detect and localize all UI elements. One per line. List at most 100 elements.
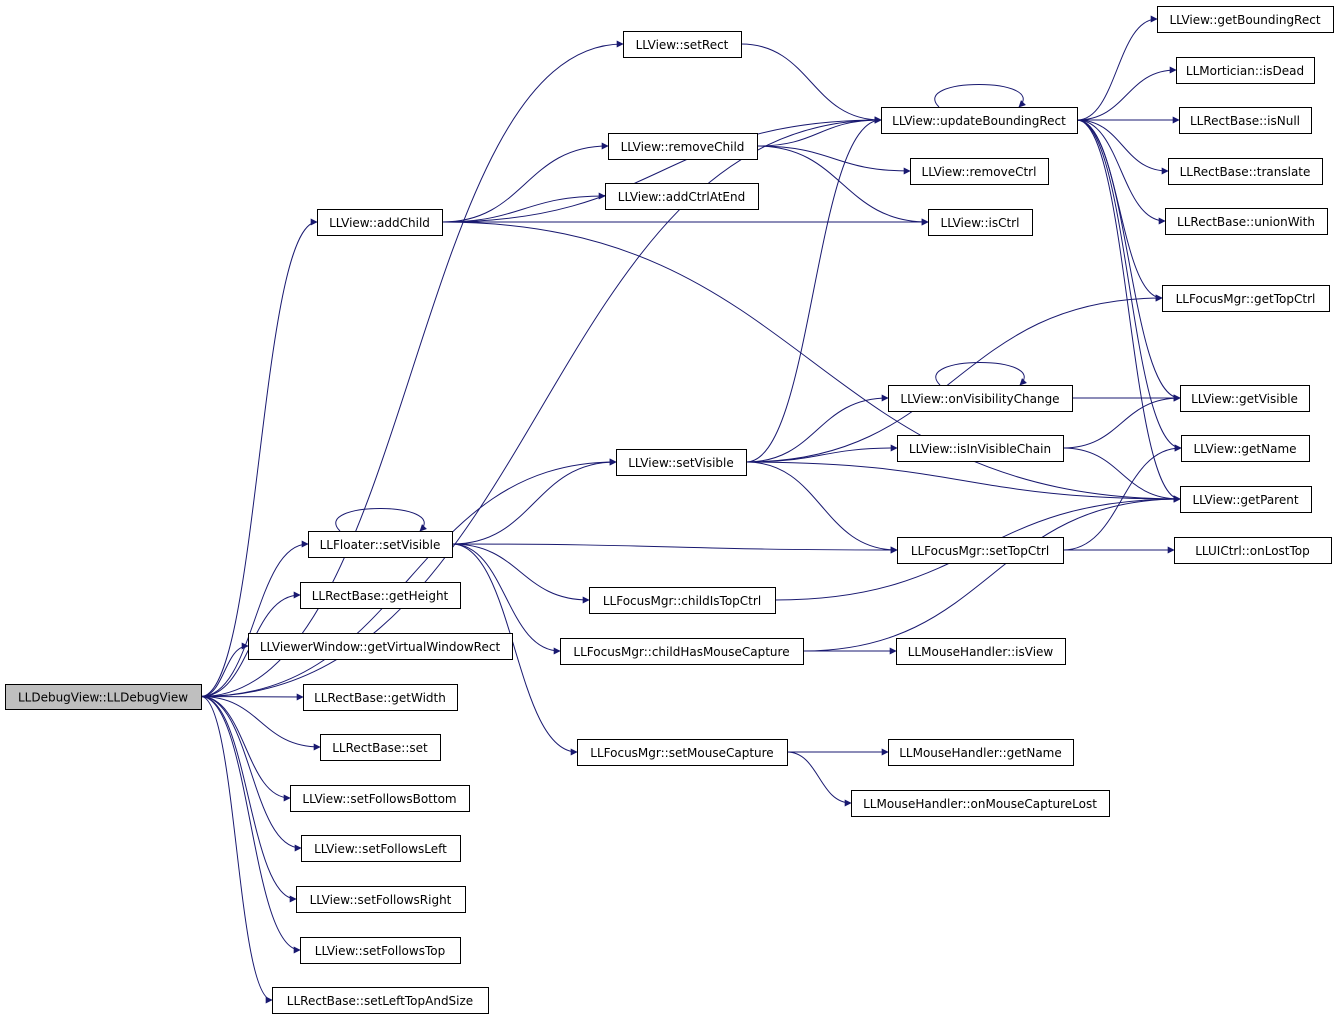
node-union-with[interactable]: LLRectBase::unionWith xyxy=(1165,208,1328,235)
edge-update-bounding-rect-to-is-dead xyxy=(1076,66,1177,121)
node-is-dead[interactable]: LLMortician::isDead xyxy=(1176,57,1315,84)
node-box xyxy=(896,638,1066,665)
node-label: LLView::getName xyxy=(1193,442,1296,456)
node-label: LLFocusMgr::childHasMouseCapture xyxy=(573,645,789,659)
edge-child-has-mouse-capture-to-get-parent xyxy=(802,495,1181,652)
node-rect-set[interactable]: LLRectBase::set xyxy=(320,734,441,761)
node-box xyxy=(296,886,466,913)
node-label: LLView::removeChild xyxy=(621,140,745,154)
edge-floater-set-visible-to-set-mouse-capture xyxy=(451,543,578,756)
node-label: LLMouseHandler::onMouseCaptureLost xyxy=(863,797,1097,811)
edge-root-to-set-follows-right xyxy=(200,696,297,903)
node-box xyxy=(1168,158,1323,185)
node-label: LLFocusMgr::setTopCtrl xyxy=(911,544,1049,558)
node-box xyxy=(300,582,461,609)
node-label: LLRectBase::getHeight xyxy=(312,589,449,603)
edge-update-bounding-rect-to-get-name xyxy=(1076,119,1182,452)
node-get-width[interactable]: LLRectBase::getWidth xyxy=(303,684,458,711)
node-label: LLView::setRect xyxy=(636,38,729,52)
node-label: LLView::getVisible xyxy=(1191,392,1298,406)
edge-floater-set-visible-to-set-visible xyxy=(451,458,617,545)
node-label: LLView::setFollowsRight xyxy=(310,893,452,907)
edge-add-child-to-update-bounding-rect xyxy=(441,116,882,223)
node-label: LLViewerWindow::getVirtualWindowRect xyxy=(260,640,501,654)
node-label: LLView::setFollowsTop xyxy=(315,944,445,958)
node-set-mouse-capture[interactable]: LLFocusMgr::setMouseCapture xyxy=(577,739,788,766)
node-get-height[interactable]: LLRectBase::getHeight xyxy=(300,582,461,609)
node-box xyxy=(320,734,441,761)
node-set-follows-right[interactable]: LLView::setFollowsRight xyxy=(296,886,466,913)
node-get-top-ctrl[interactable]: LLFocusMgr::getTopCtrl xyxy=(1162,285,1330,312)
node-set-top-ctrl[interactable]: LLFocusMgr::setTopCtrl xyxy=(897,537,1064,564)
edge-is-in-visible-chain-to-get-visible xyxy=(1062,394,1181,449)
node-get-virtual-window-rect[interactable]: LLViewerWindow::getVirtualWindowRect xyxy=(248,633,513,660)
node-label: LLMouseHandler::isView xyxy=(908,645,1054,659)
node-label: LLView::onVisibilityChange xyxy=(900,392,1059,406)
node-get-bounding-rect[interactable]: LLView::getBoundingRect xyxy=(1157,6,1334,33)
edge-root-to-floater-set-visible xyxy=(200,540,309,697)
node-set-follows-top[interactable]: LLView::setFollowsTop xyxy=(300,937,461,964)
node-label: LLMouseHandler::getName xyxy=(899,746,1062,760)
edge-remove-child-to-is-ctrl xyxy=(756,145,929,226)
node-on-mouse-capture-lost[interactable]: LLMouseHandler::onMouseCaptureLost xyxy=(851,790,1110,817)
node-label: LLRectBase::unionWith xyxy=(1177,215,1315,229)
node-translate[interactable]: LLRectBase::translate xyxy=(1168,158,1323,185)
node-root[interactable]: LLDebugView::LLDebugView xyxy=(5,684,202,710)
node-set-follows-bottom[interactable]: LLView::setFollowsBottom xyxy=(290,785,470,812)
edge-root-to-get-width xyxy=(200,693,304,701)
node-floater-set-visible[interactable]: LLFloater::setVisible xyxy=(308,531,453,558)
node-is-in-visible-chain[interactable]: LLView::isInVisibleChain xyxy=(897,435,1064,462)
node-get-visible[interactable]: LLView::getVisible xyxy=(1180,385,1310,412)
node-remove-child[interactable]: LLView::removeChild xyxy=(608,133,758,160)
node-set-visible[interactable]: LLView::setVisible xyxy=(616,449,747,476)
edge-remove-child-to-remove-ctrl xyxy=(756,145,911,175)
node-box xyxy=(616,449,747,476)
edge-root-to-rect-set xyxy=(200,696,321,751)
node-child-is-top-ctrl[interactable]: LLFocusMgr::childIsTopCtrl xyxy=(589,587,776,614)
node-box xyxy=(623,31,742,58)
node-get-name[interactable]: LLView::getName xyxy=(1181,435,1310,462)
node-set-left-top-and-size[interactable]: LLRectBase::setLeftTopAndSize xyxy=(272,987,489,1014)
node-box xyxy=(308,531,453,558)
node-box xyxy=(589,587,776,614)
node-box xyxy=(1162,285,1330,312)
node-box xyxy=(881,107,1078,134)
edge-on-visibility-change-to-on-visibility-change xyxy=(935,362,1027,386)
node-label: LLMortician::isDead xyxy=(1186,64,1304,78)
node-box xyxy=(248,633,513,660)
edge-set-visible-to-update-bounding-rect xyxy=(745,116,882,463)
edge-set-top-ctrl-to-get-name xyxy=(1062,444,1182,551)
node-child-has-mouse-capture[interactable]: LLFocusMgr::childHasMouseCapture xyxy=(560,638,804,665)
edge-root-to-set-visible xyxy=(200,458,617,697)
node-box xyxy=(910,158,1049,185)
edge-root-to-set-follows-top xyxy=(200,696,301,954)
edge-update-bounding-rect-to-get-bounding-rect xyxy=(1076,15,1158,121)
node-box xyxy=(577,739,788,766)
node-box xyxy=(1181,435,1310,462)
node-get-parent[interactable]: LLView::getParent xyxy=(1180,486,1312,513)
node-mh-get-name[interactable]: LLMouseHandler::getName xyxy=(888,739,1074,766)
edge-is-in-visible-chain-to-get-parent xyxy=(1062,447,1181,503)
node-is-ctrl[interactable]: LLView::isCtrl xyxy=(928,209,1033,236)
node-label: LLRectBase::isNull xyxy=(1190,114,1300,128)
node-mh-is-view[interactable]: LLMouseHandler::isView xyxy=(896,638,1066,665)
node-label: LLDebugView::LLDebugView xyxy=(18,691,188,705)
node-box xyxy=(300,937,461,964)
node-set-follows-left[interactable]: LLView::setFollowsLeft xyxy=(301,835,461,862)
edge-update-bounding-rect-to-get-top-ctrl xyxy=(1076,119,1163,302)
node-update-bounding-rect[interactable]: LLView::updateBoundingRect xyxy=(881,107,1078,134)
edge-floater-set-visible-to-set-top-ctrl xyxy=(451,543,898,554)
node-label: LLRectBase::translate xyxy=(1180,165,1311,179)
node-set-rect[interactable]: LLView::setRect xyxy=(623,31,742,58)
node-box xyxy=(272,987,489,1014)
node-box xyxy=(5,684,202,710)
node-label: LLView::isInVisibleChain xyxy=(909,442,1051,456)
node-on-visibility-change[interactable]: LLView::onVisibilityChange xyxy=(888,385,1073,412)
node-is-null[interactable]: LLRectBase::isNull xyxy=(1179,107,1312,134)
node-add-ctrl-at-end[interactable]: LLView::addCtrlAtEnd xyxy=(605,183,759,210)
node-remove-ctrl[interactable]: LLView::removeCtrl xyxy=(910,158,1049,185)
node-on-lost-top[interactable]: LLUICtrl::onLostTop xyxy=(1174,537,1332,564)
node-add-child[interactable]: LLView::addChild xyxy=(317,209,443,236)
node-box xyxy=(888,385,1073,412)
edge-set-visible-to-on-visibility-change xyxy=(745,394,889,463)
